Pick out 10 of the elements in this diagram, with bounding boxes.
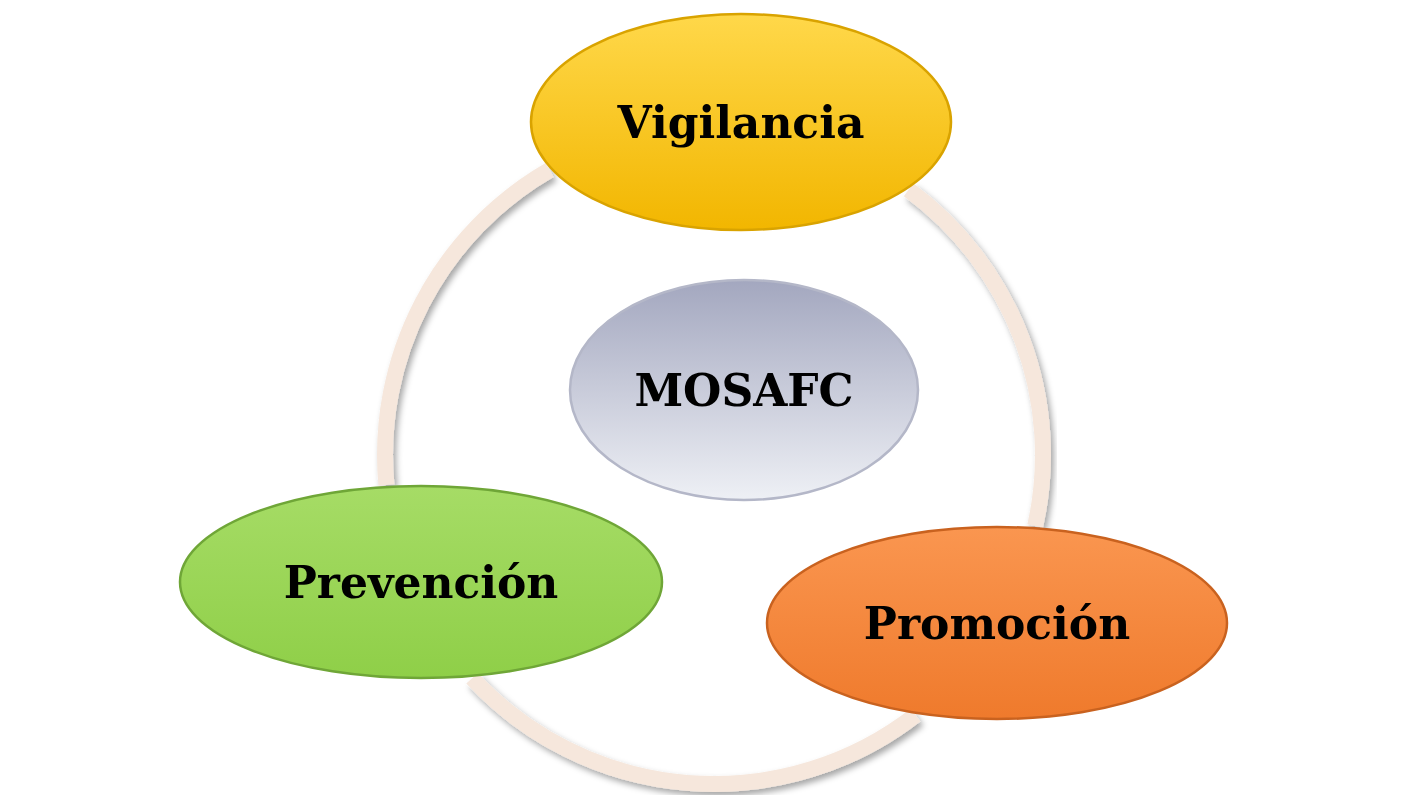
node-label: Prevención xyxy=(283,556,559,608)
node-label: Promoción xyxy=(863,597,1131,649)
node-label: Vigilancia xyxy=(617,96,865,148)
oval-node xyxy=(529,12,953,232)
oval-node xyxy=(765,525,1229,721)
oval-node xyxy=(568,278,920,502)
node-label: MOSAFC xyxy=(634,364,854,416)
ring-arc xyxy=(903,183,1051,528)
oval-node xyxy=(178,484,664,680)
ring-arc xyxy=(377,163,555,486)
